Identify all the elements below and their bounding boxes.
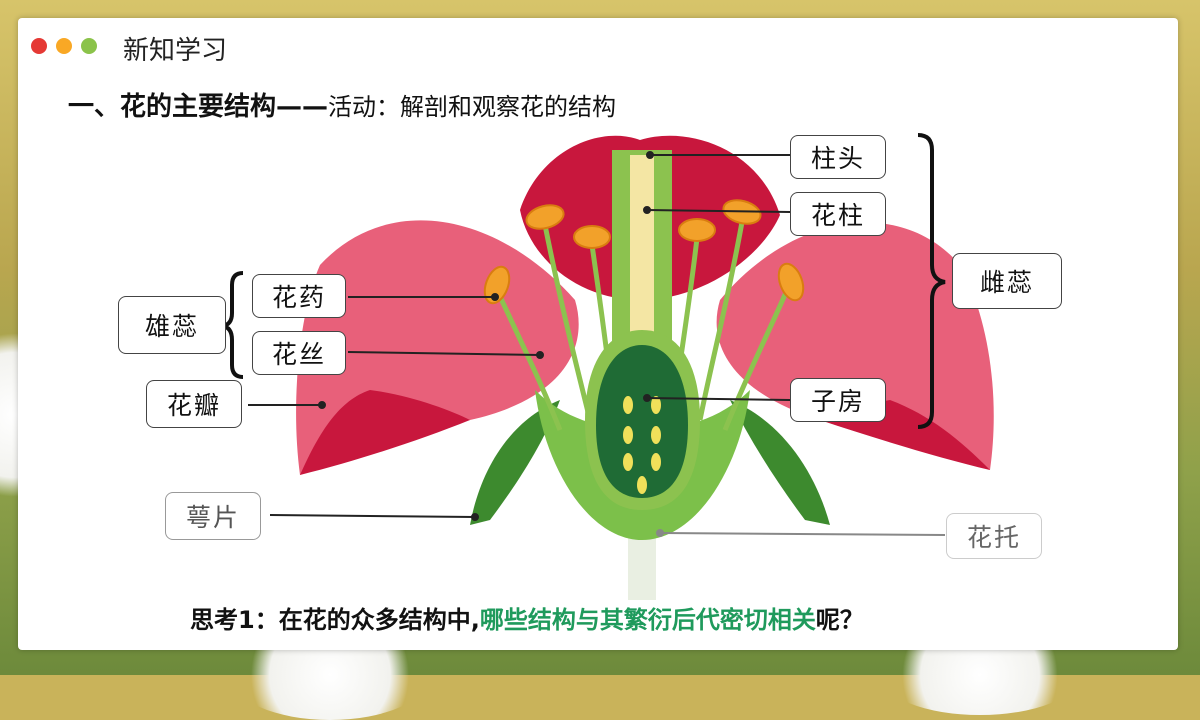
label-pistil: 雌蕊 — [952, 253, 1062, 309]
pistil-bracket — [917, 133, 946, 429]
thinking-question: 思考1：在花的众多结构中,哪些结构与其繁衍后代密切相关呢？ — [190, 600, 864, 635]
red-dot — [31, 38, 47, 54]
right-sepal — [730, 400, 830, 525]
ovary-inner — [596, 345, 688, 498]
section-tag: 新知学习 — [123, 36, 228, 66]
question-highlight: 哪些结构与其繁衍后代密切相关 — [479, 606, 816, 634]
leader-lines — [248, 151, 791, 521]
filament-6 — [722, 286, 791, 431]
left-sepal — [470, 400, 560, 525]
title-main: 一、花的主要结构—— — [68, 92, 329, 122]
receptacle-leader — [656, 529, 946, 537]
green-dot — [81, 38, 97, 54]
window-dots — [31, 38, 97, 54]
filament-1 — [495, 290, 563, 431]
label-filament: 花丝 — [252, 331, 346, 375]
question-prefix: 思考1：在花的众多结构中, — [190, 606, 480, 634]
label-ovary: 子房 — [790, 378, 886, 422]
left-petal-edge — [300, 390, 470, 475]
anthers — [483, 199, 805, 305]
flower-diagram — [221, 133, 994, 600]
label-sepal: 萼片 — [165, 492, 261, 540]
filament-2 — [542, 224, 593, 421]
yellow-dot — [56, 38, 72, 54]
ovules — [623, 396, 661, 494]
title-activity: 活动：解剖和观察花的结构 — [328, 93, 617, 121]
label-petal: 花瓣 — [146, 380, 242, 428]
style-inner — [630, 155, 654, 345]
page-title: 一、花的主要结构——活动：解剖和观察花的结构 — [68, 86, 616, 123]
label-anther: 花药 — [252, 274, 346, 318]
question-suffix: 呢？ — [815, 606, 864, 634]
label-stigma: 柱头 — [790, 135, 886, 179]
label-receptacle: 花托 — [946, 513, 1042, 559]
label-stamen: 雄蕊 — [118, 296, 226, 354]
label-style: 花柱 — [790, 192, 886, 236]
